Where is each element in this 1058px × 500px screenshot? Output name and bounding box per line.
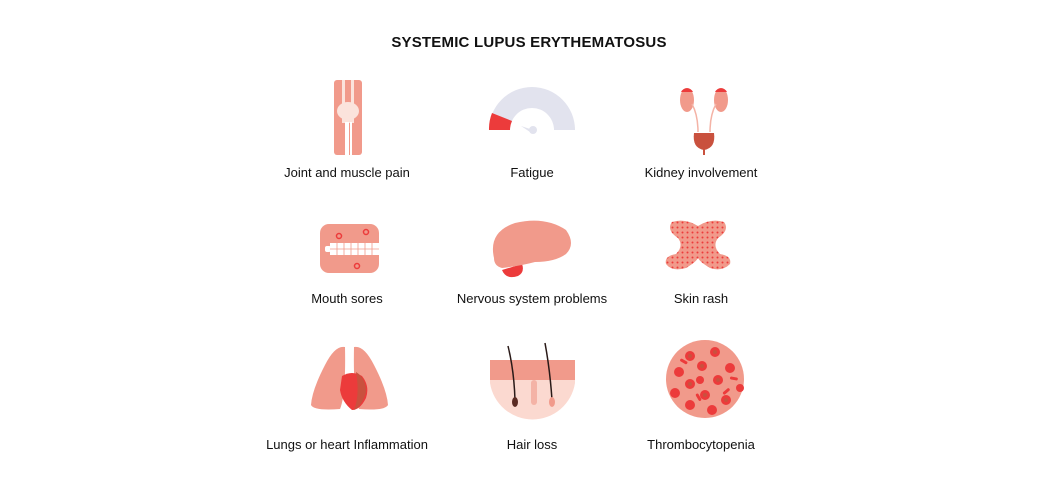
label-lungs-heart: Lungs or heart Inflammation [266,437,428,452]
label-thrombocytopenia: Thrombocytopenia [647,437,755,452]
fatigue-gauge-icon [488,87,575,134]
label-joint-muscle-pain: Joint and muscle pain [284,165,410,180]
mouth-sores-icon [320,224,379,273]
knee-joint-icon [334,80,362,155]
blood-cells-icon [666,340,744,418]
lungs-heart-icon [311,346,388,410]
label-mouth-sores: Mouth sores [311,291,383,306]
label-nervous-system: Nervous system problems [456,291,608,306]
skin-rash-icon [665,220,731,270]
brain-icon [492,220,571,278]
label-skin-rash: Skin rash [673,291,729,306]
label-kidney-involvement: Kidney involvement [644,165,758,180]
label-fatigue: Fatigue [510,165,554,180]
page-title: SYSTEMIC LUPUS ERYTHEMATOSUS [391,34,667,51]
label-hair-loss: Hair loss [506,437,558,452]
hair-follicle-icon [490,342,575,420]
kidney-icon [680,88,728,155]
